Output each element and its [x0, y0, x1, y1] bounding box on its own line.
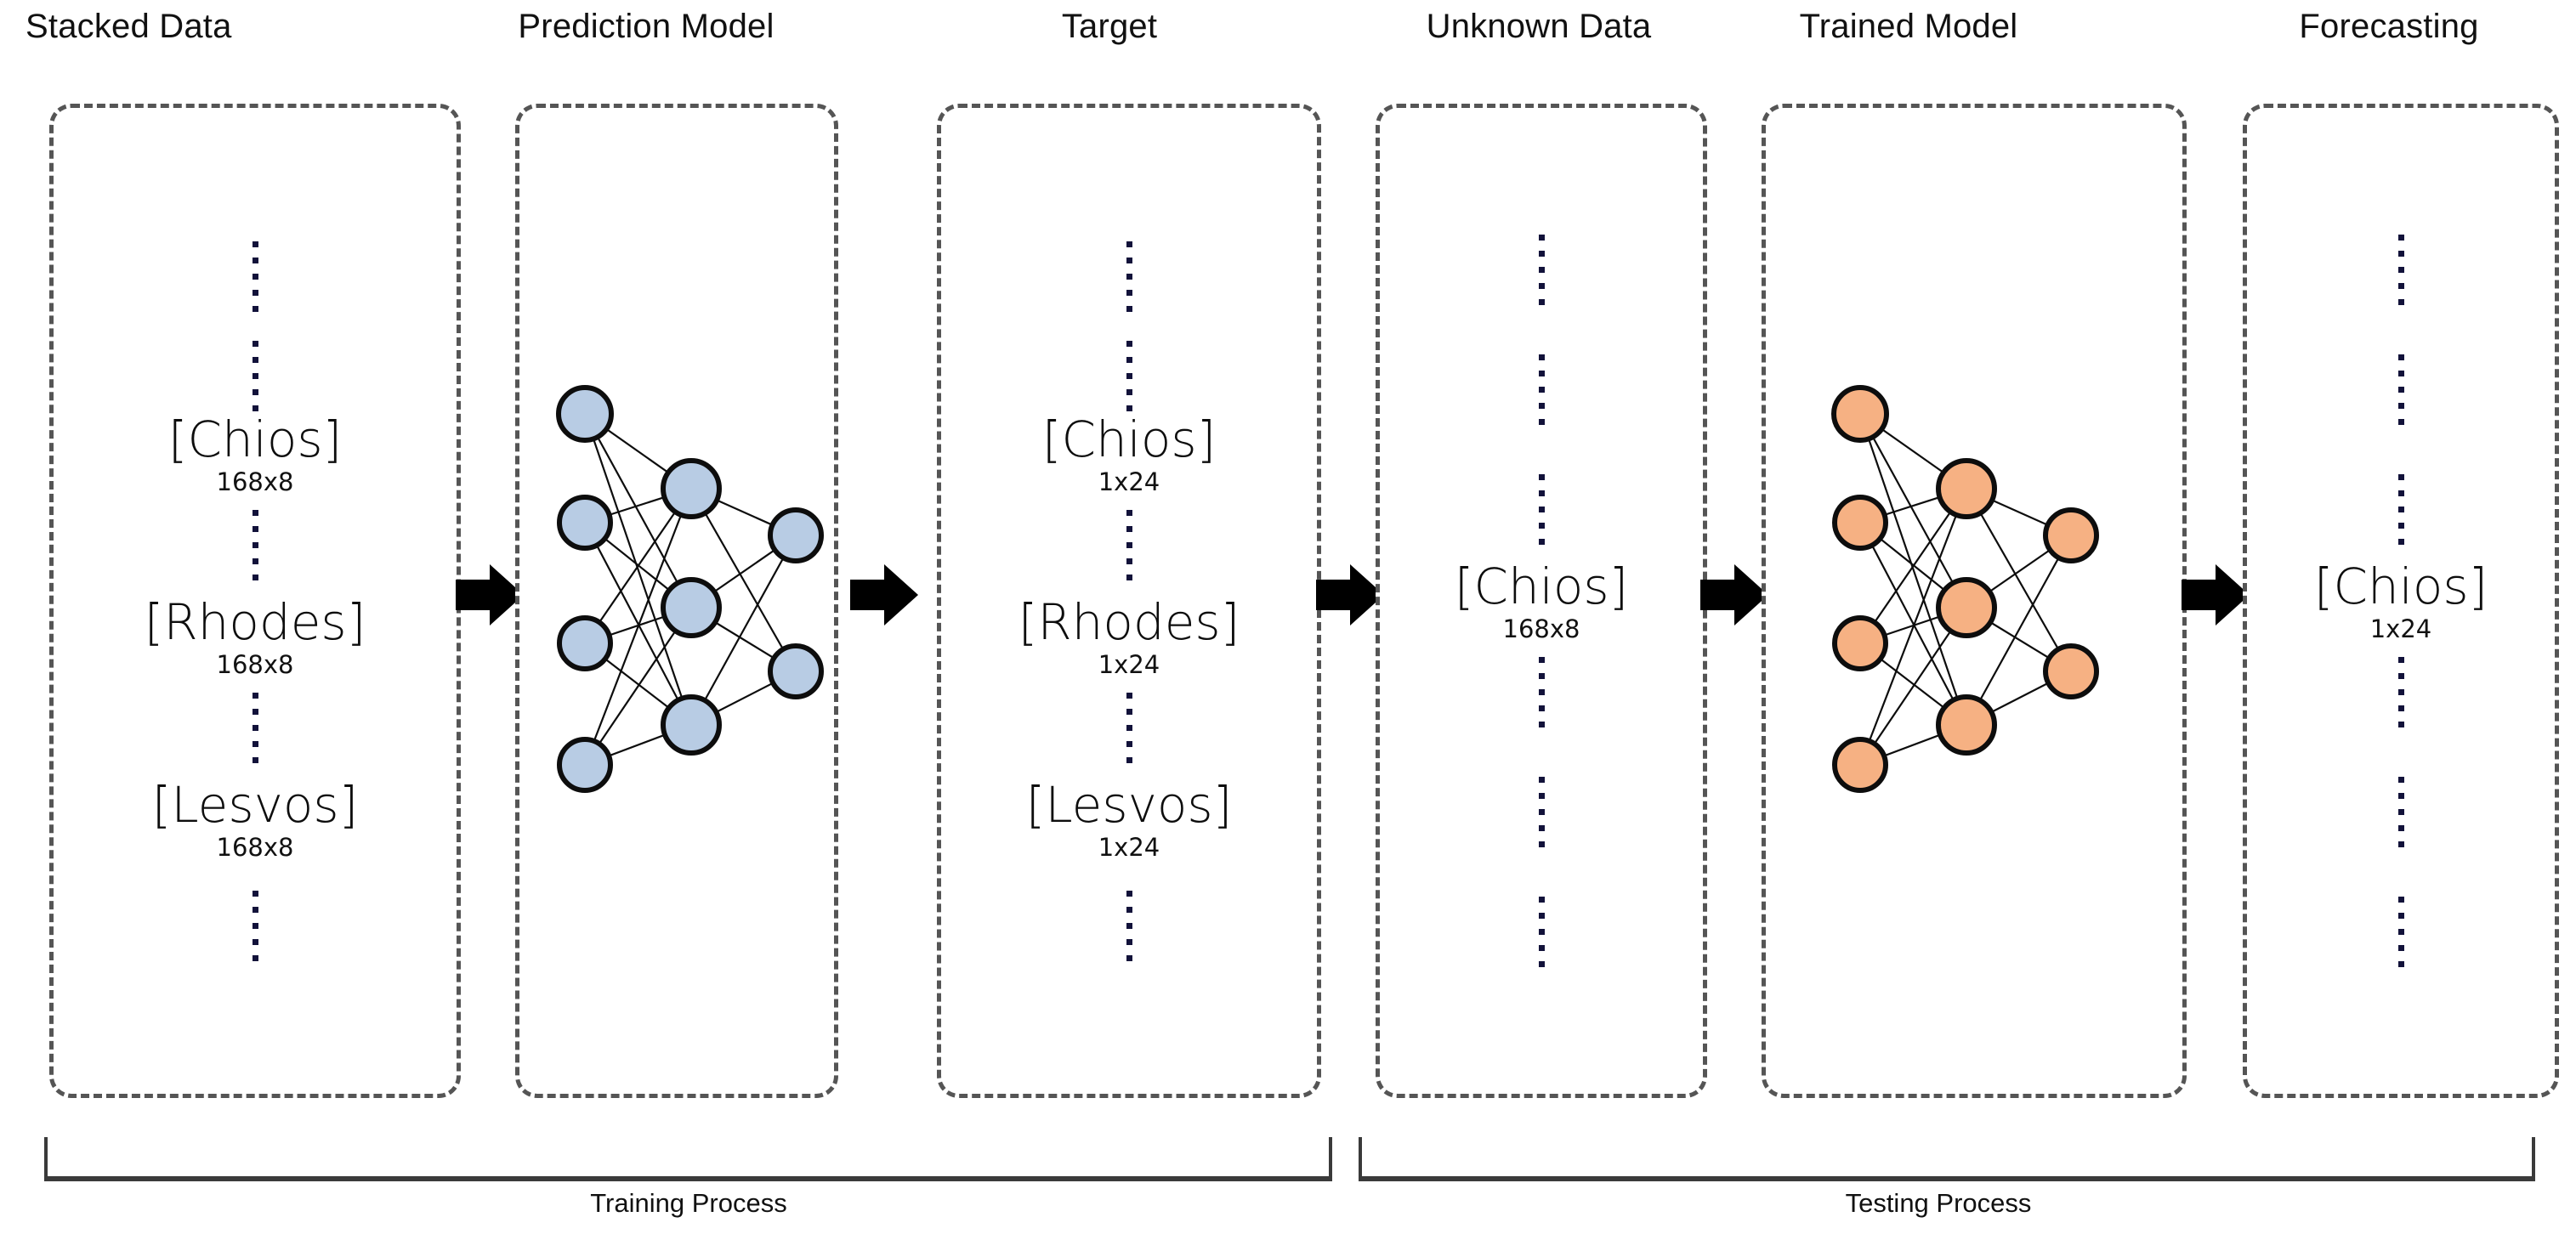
bracket-training-process [44, 1137, 1332, 1181]
stacked-data-list: [Chios] 168x8 [Rhodes] 168x8 [Lesvos] 16… [54, 108, 457, 1094]
dataset-name: [Chios] [1454, 558, 1629, 615]
ellipsis-icon [2397, 474, 2404, 545]
ellipsis-icon [252, 890, 258, 961]
ellipsis-icon [252, 692, 258, 763]
ellipsis-icon [2397, 657, 2404, 727]
column-header-trained-model: Trained Model [1799, 8, 2018, 45]
ellipsis-icon [2397, 777, 2404, 847]
ellipsis-icon [1126, 241, 1132, 312]
ellipsis-icon [1126, 340, 1132, 411]
prediction-model-network [551, 378, 831, 820]
column-header-prediction-model: Prediction Model [518, 8, 775, 45]
ellipsis-icon [1126, 509, 1132, 580]
forecast-name: [Chios] [2313, 558, 2488, 615]
ellipsis-icon [1126, 890, 1132, 961]
target-size: 1x24 [1098, 649, 1160, 679]
dataset-size: 168x8 [216, 467, 294, 496]
dataset-size: 168x8 [216, 649, 294, 679]
ellipsis-icon [252, 509, 258, 580]
panel-target: [Chios] 1x24 [Rhodes] 1x24 [Lesvos] 1x24 [937, 104, 1321, 1098]
dataset-size: 168x8 [1502, 614, 1580, 643]
flow-arrow-5 [2182, 561, 2250, 629]
ellipsis-icon [252, 340, 258, 411]
column-header-unknown-data: Unknown Data [1426, 8, 1652, 45]
forecast-size: 1x24 [2369, 614, 2432, 643]
ellipsis-icon [1538, 235, 1545, 305]
flow-arrow-2 [850, 561, 918, 629]
ellipsis-icon [1538, 777, 1545, 847]
ellipsis-icon [2397, 354, 2404, 425]
target-list: [Chios] 1x24 [Rhodes] 1x24 [Lesvos] 1x24 [941, 108, 1317, 1094]
target-size: 1x24 [1098, 467, 1160, 496]
dataset-name: [Rhodes] [144, 592, 366, 651]
column-header-stacked-data: Stacked Data [26, 8, 232, 45]
ellipsis-icon [1538, 354, 1545, 425]
unknown-data-list: [Chios] 168x8 [1380, 108, 1703, 1094]
panel-stacked-data: [Chios] 168x8 [Rhodes] 168x8 [Lesvos] 16… [49, 104, 461, 1098]
target-name: [Chios] [1041, 410, 1217, 468]
ellipsis-icon [1538, 897, 1545, 967]
target-name: [Rhodes] [1018, 592, 1240, 651]
dataset-size: 168x8 [216, 832, 294, 862]
bracket-label-testing-process: Testing Process [1845, 1188, 2032, 1218]
forecasting-list: [Chios] 1x24 [2247, 108, 2555, 1094]
flow-arrow-1 [456, 561, 524, 629]
ellipsis-icon [1538, 657, 1545, 727]
column-header-forecasting: Forecasting [2299, 8, 2479, 45]
ellipsis-icon [252, 241, 258, 312]
dataset-name: [Lesvos] [151, 775, 359, 834]
target-size: 1x24 [1098, 832, 1160, 862]
dataset-name: [Chios] [167, 410, 343, 468]
bracket-testing-process [1359, 1137, 2535, 1181]
ellipsis-icon [1538, 474, 1545, 545]
panel-forecasting: [Chios] 1x24 [2243, 104, 2559, 1098]
ellipsis-icon [2397, 235, 2404, 305]
bracket-label-training-process: Training Process [590, 1188, 787, 1218]
column-header-target: Target [1061, 8, 1158, 45]
panel-unknown-data: [Chios] 168x8 [1376, 104, 1707, 1098]
target-name: [Lesvos] [1025, 775, 1233, 834]
flow-arrow-4 [1700, 561, 1768, 629]
flow-arrow-3 [1316, 561, 1384, 629]
ellipsis-icon [1126, 692, 1132, 763]
trained-model-network [1826, 378, 2107, 820]
ellipsis-icon [2397, 897, 2404, 967]
